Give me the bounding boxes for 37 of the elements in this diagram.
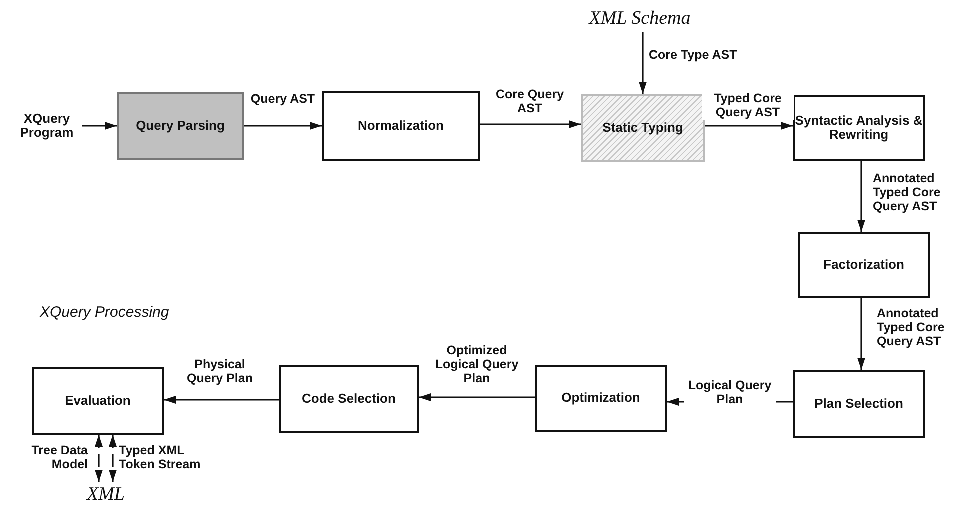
edge-label: Logical Query Plan	[684, 379, 776, 407]
arrow	[480, 120, 581, 128]
process-box	[279, 365, 419, 433]
process-box	[793, 95, 925, 161]
process-box	[535, 365, 667, 432]
arrow	[82, 122, 117, 130]
arrow	[639, 32, 647, 94]
arrow	[95, 435, 103, 482]
arrow	[705, 122, 793, 130]
arrow	[858, 298, 866, 370]
diagram-caption: XQuery Processing	[40, 304, 170, 321]
arrow	[419, 394, 535, 402]
edge-label: Core Type AST	[648, 49, 738, 63]
box-label: Static Typing	[602, 120, 684, 136]
process-box	[117, 92, 244, 160]
box-label: Code Selection	[302, 392, 396, 406]
box-label: Evaluation	[65, 394, 131, 408]
node-label: XML Schema	[589, 8, 691, 30]
process-box	[32, 367, 164, 435]
process-box	[798, 232, 930, 298]
edge-label: Query AST	[250, 93, 316, 107]
arrow	[244, 122, 322, 130]
node-label: XQuery Program	[19, 112, 75, 140]
box-label: Syntactic Analysis & Rewriting	[795, 114, 923, 142]
node-label: XML	[87, 484, 125, 506]
box-label: Query Parsing	[136, 118, 225, 134]
process-box	[322, 91, 480, 161]
box-label: Normalization	[358, 118, 444, 134]
arrow	[109, 435, 117, 482]
arrow	[858, 161, 866, 232]
process-box	[793, 370, 925, 438]
box-label: Factorization	[824, 258, 904, 272]
box-label: Plan Selection	[814, 396, 904, 412]
arrow	[164, 396, 279, 404]
edge-label: Typed Core Query AST	[702, 92, 794, 120]
box-label: Optimization	[562, 391, 640, 406]
process-box	[581, 94, 705, 162]
